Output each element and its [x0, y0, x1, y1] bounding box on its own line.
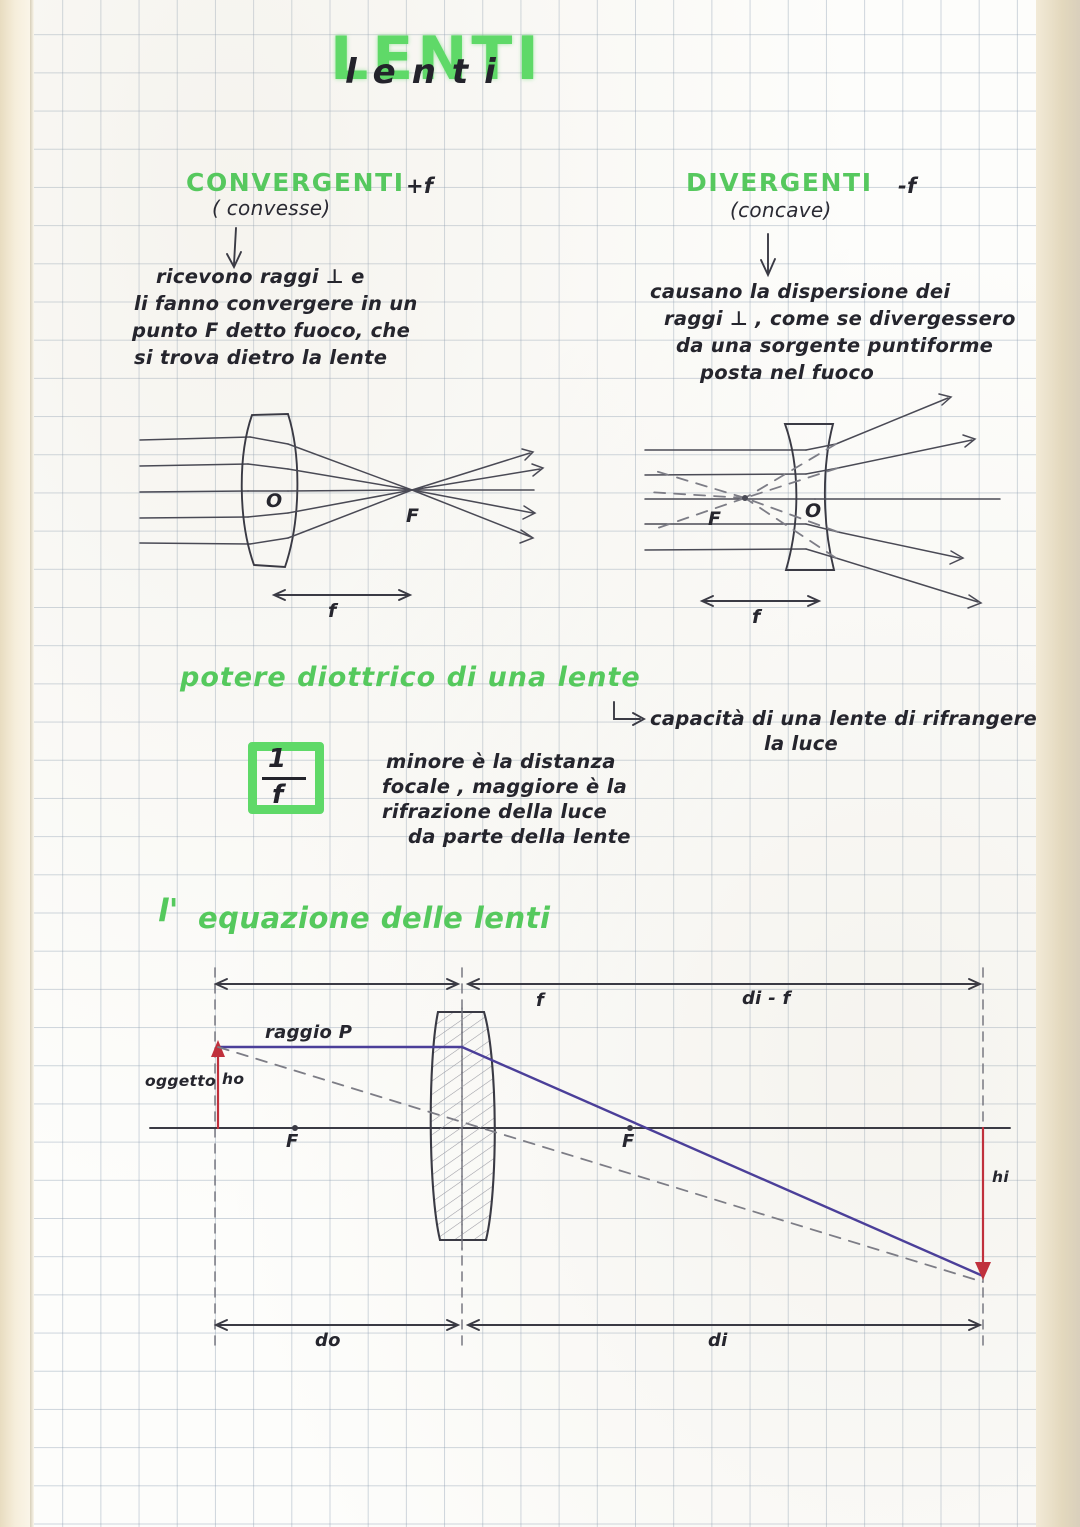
- page-title-highlight: LENTI: [330, 24, 543, 94]
- focus-left-label: F: [286, 1131, 299, 1152]
- lens-equation-heading-prefix: l': [158, 893, 179, 929]
- dim-focal-label: f: [536, 990, 545, 1011]
- formula-numerator: 1: [268, 744, 287, 774]
- principal-ray-label: raggio P: [265, 1022, 353, 1043]
- object-height-label: ho: [222, 1070, 245, 1088]
- dim-do-label: do: [315, 1330, 341, 1351]
- diverging-heading: DIVERGENTI: [686, 168, 873, 197]
- converging-center-label: O: [266, 490, 283, 512]
- dim-di-minus-f-label: di - f: [742, 988, 791, 1009]
- diverging-sign: -f: [898, 174, 917, 198]
- paper-right-edge: [1036, 0, 1080, 1527]
- diverging-desc-line-3: posta nel fuoco: [700, 361, 875, 384]
- dioptric-formula-box: [248, 742, 324, 814]
- converging-sign: +f: [406, 174, 434, 198]
- converging-desc-line-1: li fanno convergere in un: [134, 292, 418, 315]
- object-label: oggetto: [145, 1072, 216, 1090]
- formula-fraction-bar: [262, 777, 306, 780]
- diverging-desc-line-0: causano la dispersione dei: [650, 280, 951, 303]
- graph-paper-grid: [30, 0, 1036, 1527]
- diverging-center-label: O: [805, 500, 822, 522]
- diverging-focus-label: F: [708, 508, 722, 530]
- dioptric-explain-line-3: da parte della lente: [408, 825, 631, 848]
- page-title-ink: lenti: [345, 52, 512, 92]
- converging-heading: CONVERGENTI: [186, 168, 405, 197]
- dioptric-explain-line-2: rifrazione della luce: [382, 800, 608, 823]
- dioptric-note-line-1: la luce: [764, 732, 839, 755]
- lens-equation-heading: equazione delle lenti: [198, 901, 551, 935]
- dioptric-explain-line-0: minore è la distanza: [386, 750, 616, 773]
- dioptric-explain-line-1: focale , maggiore è la: [382, 775, 628, 798]
- formula-denominator: f: [272, 780, 284, 810]
- paper-left-edge: [0, 0, 34, 1527]
- converging-desc-line-0: ricevono raggi ⊥ e: [156, 265, 365, 288]
- diverging-desc-line-2: da una sorgente puntiforme: [676, 334, 994, 357]
- diverging-subtitle: (concave): [730, 198, 832, 222]
- diverging-focal-distance-label: f: [752, 606, 761, 628]
- converging-subtitle: ( convesse): [212, 196, 331, 220]
- image-height-label: hi: [992, 1168, 1009, 1186]
- diverging-desc-line-1: raggi ⊥ , come se divergessero: [664, 307, 1016, 330]
- converging-desc-line-3: si trova dietro la lente: [134, 346, 388, 369]
- paper-sheet: [30, 0, 1038, 1527]
- dioptric-note-line-0: capacità di una lente di rifrangere: [650, 707, 1038, 730]
- dioptric-power-heading: potere diottrico di una lente: [180, 662, 641, 693]
- converging-desc-line-2: punto F detto fuoco, che: [132, 319, 411, 342]
- focus-right-label: F: [622, 1131, 635, 1152]
- dim-di-label: di: [708, 1330, 728, 1351]
- converging-focal-distance-label: f: [328, 600, 337, 622]
- converging-focus-label: F: [406, 505, 420, 527]
